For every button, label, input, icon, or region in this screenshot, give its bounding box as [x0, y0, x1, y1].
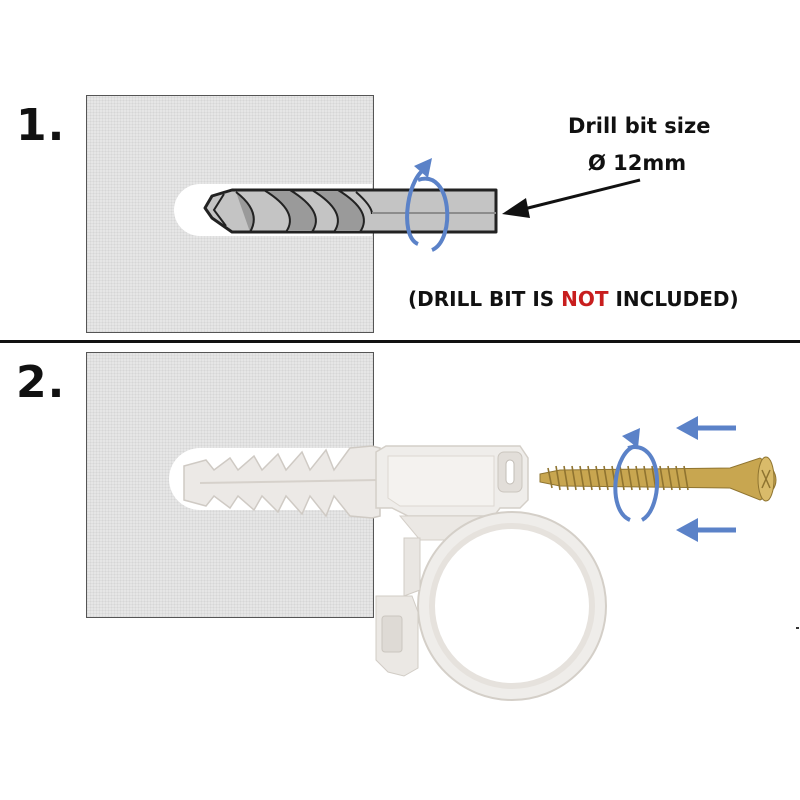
- step-divider: [0, 340, 800, 343]
- drill-bit-icon: [203, 188, 498, 234]
- step-1-number: 1.: [16, 100, 66, 151]
- note-emphasis-text: NOT: [561, 287, 609, 311]
- rotation-arrow-icon: [613, 428, 660, 522]
- edge-mark: [796, 627, 799, 629]
- wall-plug-icon: [183, 445, 381, 519]
- drill-bit-size-label: Drill bit size: [568, 114, 711, 138]
- step-1-illustration: [174, 158, 641, 252]
- rotation-arrow-icon: [405, 158, 450, 252]
- push-arrow-icon: [676, 416, 736, 542]
- pipe-clip-icon: [375, 445, 607, 701]
- step-2-number: 2.: [16, 357, 66, 408]
- note-close-text: INCLUDED): [608, 287, 739, 311]
- note-open-text: (DRILL BIT IS: [408, 287, 562, 311]
- drill-bit-not-included-note: (DRILL BIT IS NOT INCLUDED): [408, 287, 739, 311]
- pointer-arrow-icon: [502, 178, 641, 218]
- drill-bit-diameter-label: Ø 12mm: [588, 151, 687, 175]
